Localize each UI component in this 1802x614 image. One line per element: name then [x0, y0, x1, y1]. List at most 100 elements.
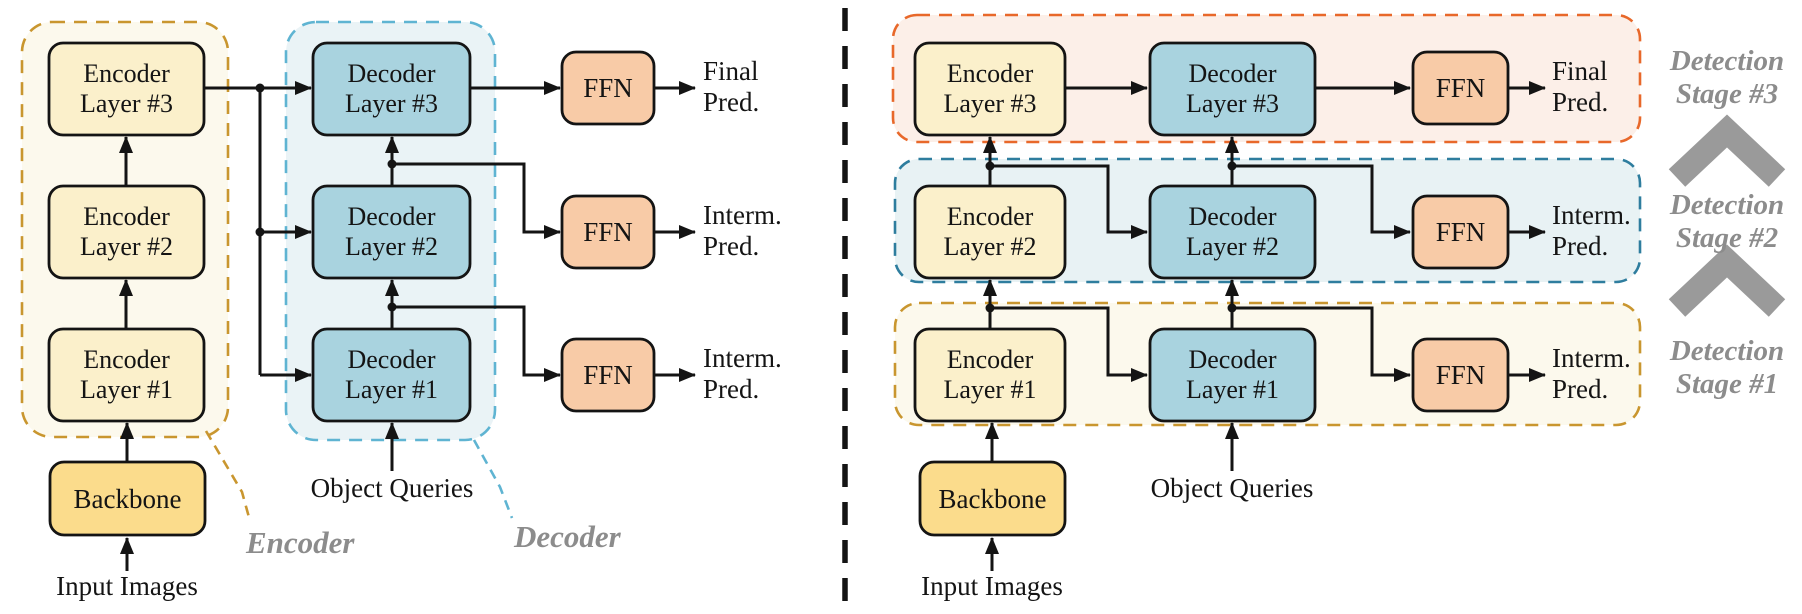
interm-pred-label: Interm. Pred.: [703, 200, 833, 262]
ffn-box-top-left: [560, 50, 656, 126]
input-images-label: Input Images: [27, 571, 227, 602]
decoder-label-leader-line: [472, 439, 514, 519]
label-line: Encoder: [83, 59, 170, 88]
ffn-label: FFN: [1413, 52, 1508, 124]
ffn-box-stage1: [1411, 337, 1510, 413]
label-line: Object Queries: [1150, 473, 1314, 503]
object-queries-label: Object Queries: [1132, 473, 1332, 504]
encoder-layer-2-label: Encoder Layer #2: [49, 186, 204, 278]
backbone-label: Backbone: [50, 462, 205, 535]
junction-dot: [387, 302, 397, 312]
decoder-layer-3-box-right: [1148, 41, 1317, 137]
edge-encoder2-to-decoder2-right: [990, 164, 1148, 239]
encoder-layer-1-box-left: [47, 327, 206, 423]
label-line: Input Images: [56, 571, 198, 601]
label-line: FFN: [1435, 360, 1486, 390]
label-line: Layer #2: [344, 232, 439, 261]
label-line: Layer #2: [943, 232, 1037, 261]
decoder-layer-3-label: Decoder Layer #3: [313, 43, 470, 135]
decoder-group-label: Decoder: [514, 519, 621, 555]
edge-decoder1-to-ffn-left: [392, 305, 561, 382]
junction-dot: [387, 159, 397, 169]
label-line: Detection: [1669, 189, 1785, 221]
label-line: Decoder: [1188, 202, 1277, 231]
label-line: Final: [703, 56, 759, 86]
label-line: Decoder: [347, 345, 436, 374]
label-line: Interm.: [703, 200, 782, 230]
junction-dot: [255, 83, 265, 93]
label-line: Decoder: [347, 59, 436, 88]
decoder-layer-1-box-right: [1148, 327, 1317, 423]
encoder-layer-2-box-left: [47, 184, 206, 280]
label-line: Interm.: [703, 343, 782, 373]
label-line: Stage #1: [1675, 368, 1779, 400]
encoder-layer-1-label: Encoder Layer #1: [915, 329, 1065, 421]
label-line: Decoder: [1188, 345, 1277, 374]
encoder-layer-1-box-right: [913, 327, 1067, 423]
label-line: Backbone: [73, 483, 182, 514]
ffn-label: FFN: [562, 339, 654, 411]
detection-stage-1-label: Detection Stage #1: [1650, 335, 1802, 401]
object-queries-label: Object Queries: [292, 473, 492, 504]
label-line: Decoder: [347, 202, 436, 231]
ffn-box-stage2: [1411, 194, 1510, 270]
label-line: Layer #2: [79, 232, 174, 261]
chevron-up-icon: [1668, 114, 1786, 187]
label-line: Layer #3: [79, 89, 174, 118]
decoder-layer-1-label: Decoder Layer #1: [313, 329, 470, 421]
label-line: Stage #3: [1675, 78, 1779, 110]
label-line: FFN: [583, 73, 633, 103]
decoder-layer-3-label: Decoder Layer #3: [1150, 43, 1315, 135]
backbone-box-left: [48, 460, 207, 537]
encoder-group-label: Encoder: [246, 525, 355, 561]
label-line: Encoder: [83, 345, 170, 374]
label-line: Layer #1: [943, 375, 1037, 404]
junction-dot: [985, 303, 995, 313]
encoder-layer-3-box-left: [47, 41, 206, 137]
label-line: Layer #1: [1185, 375, 1280, 404]
input-images-label: Input Images: [892, 571, 1092, 602]
junction-dot: [1227, 303, 1237, 313]
label-line: Interm.: [1552, 343, 1631, 373]
final-pred-label: Final Pred.: [703, 56, 833, 118]
label-line: Encoder: [946, 59, 1034, 88]
label-line: FFN: [1435, 73, 1486, 103]
encoder-layer-3-label: Encoder Layer #3: [915, 43, 1065, 135]
label-line: Decoder: [1188, 59, 1277, 88]
ffn-box-middle-left: [560, 194, 656, 270]
decoder-layer-1-box-left: [311, 327, 472, 423]
interm-pred-label: Interm. Pred.: [1552, 200, 1642, 262]
label-line: Pred.: [703, 87, 760, 117]
label-line: Encoder: [946, 345, 1034, 374]
ffn-label: FFN: [1413, 339, 1508, 411]
label-line: Encoder: [246, 525, 355, 560]
edge-encoder1-to-decoder1-right: [990, 306, 1148, 382]
ffn-label: FFN: [562, 196, 654, 268]
encoder-layer-2-label: Encoder Layer #2: [915, 186, 1065, 278]
edge-decoder2-to-ffn-left: [392, 162, 561, 239]
label-line: Detection: [1669, 45, 1785, 77]
label-line: FFN: [583, 360, 633, 390]
label-line: Encoder: [83, 202, 170, 231]
label-line: Pred.: [1552, 231, 1609, 261]
label-line: Layer #3: [943, 89, 1037, 118]
label-line: Pred.: [1552, 374, 1609, 404]
edge-decoder1-to-ffn-right: [1232, 306, 1411, 382]
label-line: Detection: [1669, 335, 1785, 367]
label-line: Layer #1: [344, 375, 439, 404]
interm-pred-label: Interm. Pred.: [703, 343, 833, 405]
label-line: Decoder: [514, 519, 621, 554]
encoder-layer-2-box-right: [913, 184, 1067, 280]
junction-dot: [1227, 161, 1237, 171]
label-line: Interm.: [1552, 200, 1631, 230]
label-line: Object Queries: [310, 473, 474, 503]
label-line: Layer #1: [79, 375, 174, 404]
decoder-layer-2-box-right: [1148, 184, 1317, 280]
decoder-layer-3-box-left: [311, 41, 472, 137]
label-line: Pred.: [703, 231, 760, 261]
label-line: FFN: [1435, 217, 1486, 247]
label-line: Backbone: [938, 483, 1047, 514]
final-pred-label: Final Pred.: [1552, 56, 1642, 118]
label-line: FFN: [583, 217, 633, 247]
